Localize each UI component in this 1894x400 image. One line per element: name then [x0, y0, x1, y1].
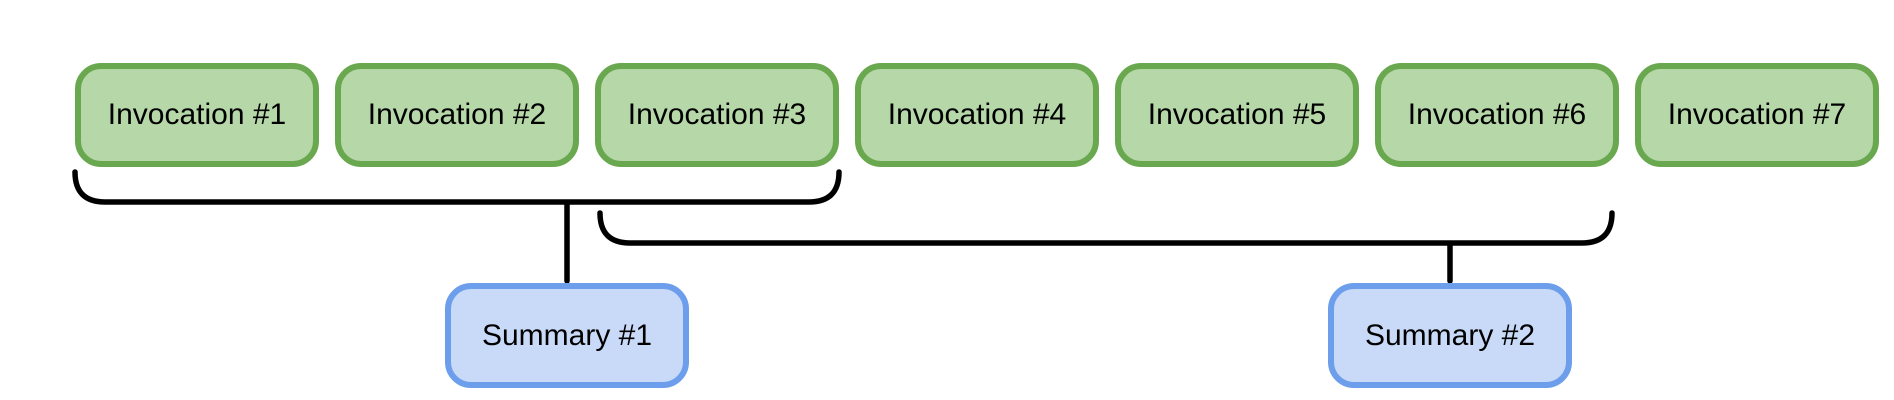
- invocation-box: Invocation #2: [335, 63, 579, 167]
- invocation-box: Invocation #3: [595, 63, 839, 167]
- summary-label: Summary #2: [1364, 318, 1536, 352]
- summary-box-1: Summary #1: [445, 283, 689, 388]
- invocation-label: Invocation #3: [627, 98, 807, 131]
- invocation-label: Invocation #4: [887, 98, 1067, 131]
- invocation-box: Invocation #1: [75, 63, 319, 167]
- invocation-row: Invocation #1 Invocation #2 Invocation #…: [75, 63, 1879, 167]
- invocation-box: Invocation #4: [855, 63, 1099, 167]
- invocation-label: Invocation #2: [367, 98, 547, 131]
- invocation-label: Invocation #7: [1667, 98, 1847, 131]
- invocation-box: Invocation #6: [1375, 63, 1619, 167]
- summary-box-2: Summary #2: [1328, 283, 1572, 388]
- bracket-1: [72, 169, 842, 205]
- bracket-2: [597, 210, 1615, 246]
- invocation-box: Invocation #5: [1115, 63, 1359, 167]
- summary-label: Summary #1: [481, 318, 653, 352]
- invocation-label: Invocation #5: [1147, 98, 1327, 131]
- invocation-box: Invocation #7: [1635, 63, 1879, 167]
- invocation-label: Invocation #1: [107, 98, 287, 131]
- invocation-label: Invocation #6: [1407, 98, 1587, 131]
